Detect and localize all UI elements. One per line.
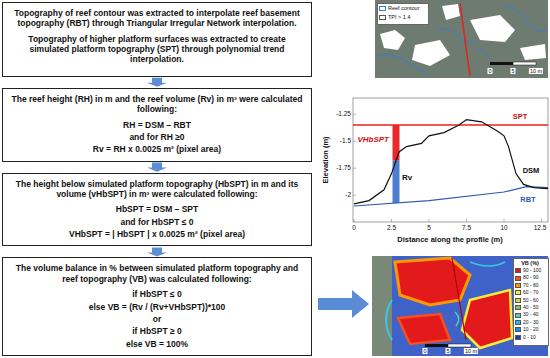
legend-entry: TPI > 1.4 — [379, 14, 410, 20]
box-text: The volume balance in % between simulate… — [11, 263, 303, 284]
box-text: The height below simulated platform topo… — [11, 179, 303, 200]
process-box: The reef height (RH) in m and the reef v… — [2, 88, 312, 162]
line-label: RBT — [520, 196, 535, 204]
scale-label: 10 m — [464, 348, 478, 354]
legend-text: Reef contour — [388, 5, 420, 11]
formula-text: else VB = 100% — [11, 339, 303, 349]
legend-text: 90 - 100 — [523, 268, 541, 274]
legend-title: VB (%) — [521, 260, 539, 266]
legend-text: 60 - 70 — [523, 290, 539, 296]
formula-text: or — [11, 314, 303, 324]
legend-text: 50 - 60 — [523, 298, 539, 304]
tick-label: -1.75 — [336, 165, 351, 172]
legend-text: 80 - 90 — [523, 275, 539, 281]
legend-entry: 0 - 10 — [515, 335, 536, 341]
legend-text: TPI > 1.4 — [388, 14, 410, 20]
legend-text: 0 - 10 — [523, 335, 536, 341]
formula-text: Topography of higher platform surfaces w… — [11, 34, 303, 65]
tick-label: 2.5 — [387, 224, 396, 231]
legend-text: 40 - 50 — [523, 305, 539, 311]
formula-text: VHbSPT = | HbSPT | x 0.0025 m² (pixel ar… — [11, 229, 303, 239]
tick-label: -1.25 — [336, 111, 351, 118]
legend-entry: 80 - 90 — [515, 275, 539, 281]
profile-chart — [353, 98, 548, 222]
legend-entry: 20 - 30 — [515, 320, 539, 326]
aerial-map — [375, 0, 548, 78]
tick-label: -1.5 — [340, 138, 351, 145]
legend-text: 10 - 20 — [523, 327, 539, 333]
legend-swatch — [515, 283, 521, 288]
vb-map — [372, 256, 548, 356]
formula-text: RH = DSM – RBT — [11, 120, 303, 130]
process-box: Topography of reef contour was extracted… — [2, 2, 312, 77]
legend-text: 20 - 30 — [523, 320, 539, 326]
axis-title: Distance along the profile (m) — [397, 236, 502, 244]
legend-entry: 40 - 50 — [515, 305, 539, 311]
formula-text: HbSPT = DSM – SPT — [11, 204, 303, 214]
scale-label: 0 — [487, 68, 492, 74]
flow-arrow — [147, 78, 167, 87]
tick-label: 10 — [500, 224, 507, 231]
legend-swatch — [515, 327, 521, 332]
tick-label: -2 — [345, 192, 351, 199]
formula-text: Rv = RH x 0.0025 m² (pixel area) — [11, 144, 303, 154]
legend-entry: Reef contour — [379, 5, 420, 11]
scale-label: 10 m — [529, 68, 543, 74]
legend-swatch — [515, 305, 521, 310]
formula-text: and for HbSPT ≤ 0 — [11, 217, 303, 227]
result-arrow — [318, 290, 369, 318]
scale-label: 5 — [445, 348, 450, 354]
process-box: The height below simulated platform topo… — [2, 173, 312, 247]
line-label: DSM — [523, 167, 540, 175]
legend-entry: 70 - 80 — [515, 283, 539, 289]
legend-entry: 90 - 100 — [515, 268, 541, 274]
box-text: The reef height (RH) in m and the reef v… — [11, 94, 303, 115]
legend-swatch — [515, 313, 521, 318]
bar-label: VHbSPT — [357, 136, 389, 145]
legend-swatch — [515, 290, 521, 295]
legend-swatch — [515, 276, 521, 281]
scale-label: 5 — [510, 68, 515, 74]
process-box: The volume balance in % between simulate… — [2, 257, 312, 356]
line-label: SPT — [513, 113, 528, 121]
box-text: Topography of reef contour was extracted… — [11, 8, 303, 29]
flow-arrow — [147, 163, 167, 172]
axis-title: Elevation (m) — [322, 136, 330, 183]
formula-text: if HbSPT ≥ 0 — [11, 326, 303, 336]
tick-label: 7.5 — [462, 224, 471, 231]
legend-entry: 60 - 70 — [515, 290, 539, 296]
tick-label: 5 — [427, 224, 431, 231]
formula-text: else VB = (Rv / (Rv+VHbSPT))*100 — [11, 302, 303, 312]
formula-text: and for RH ≥0 — [11, 132, 303, 142]
legend-entry: 10 - 20 — [515, 327, 539, 333]
scale-label: 0 — [422, 348, 427, 354]
legend-entry: 50 - 60 — [515, 298, 539, 304]
bar-label: Rv — [402, 174, 412, 183]
legend-swatch — [379, 15, 386, 20]
legend-text: 30 - 40 — [523, 312, 539, 318]
legend-swatch — [379, 6, 386, 11]
legend-text: 70 - 80 — [523, 283, 539, 289]
tick-label: 12.5 — [534, 224, 547, 231]
legend-swatch — [515, 335, 521, 340]
legend-swatch — [515, 298, 521, 303]
legend-entry: 30 - 40 — [515, 312, 539, 318]
flow-arrow — [147, 248, 167, 257]
legend-swatch — [515, 268, 521, 273]
formula-text: if HbSPT ≤ 0 — [11, 289, 303, 299]
tick-label: 0 — [352, 224, 356, 231]
legend-swatch — [515, 320, 521, 325]
